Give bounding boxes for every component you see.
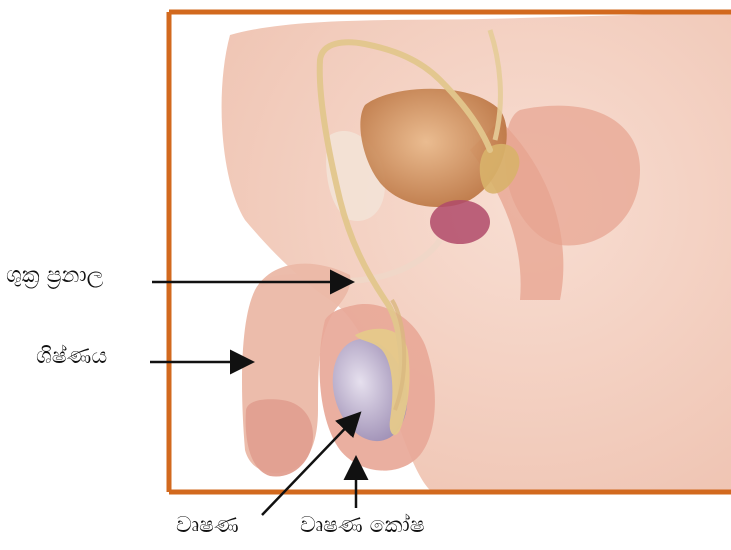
label-testis: වෘෂණ (176, 515, 239, 537)
label-vas-deferens: ශුක්‍ර ප්‍රනාල (6, 265, 103, 287)
prostate (430, 200, 490, 244)
label-penis: ශිෂ්ණය (36, 346, 107, 368)
anatomy-illustration (222, 12, 731, 490)
label-scrotum: වෘෂණ කෝෂ (300, 515, 425, 537)
